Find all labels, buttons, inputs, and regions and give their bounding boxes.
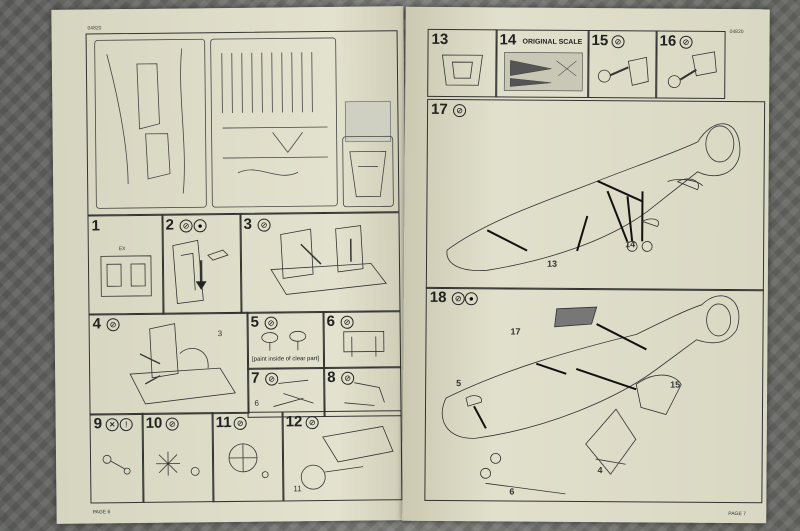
canopy-cockpit-assembly-drawing <box>441 295 740 495</box>
step-3-panel: 3 ⊘ <box>239 212 401 314</box>
right-header-code: 04820 <box>729 28 744 36</box>
step-9-drawing <box>102 454 131 475</box>
step-5-panel: 5 ⊘ [paint inside of clear part] <box>246 311 326 370</box>
step-1-drawing: EX <box>100 246 152 297</box>
sprue-drawing <box>94 37 394 209</box>
step-12-panel: 12 ⊘ 11 <box>281 410 403 502</box>
left-instruction-page: 04820 1 EX 2 ⊘ ● 3 ⊘ <box>51 6 409 524</box>
left-header-code: 04820 <box>87 25 102 32</box>
step-6-panel: 6 ⊘ <box>322 310 402 370</box>
step-15-panel: 15 ⊘ <box>587 30 658 99</box>
step-2-drawing <box>172 239 229 305</box>
step-8-drawing <box>344 382 385 406</box>
step-9-panel: 9 ✕ ! <box>89 412 145 504</box>
step-3-drawing <box>270 225 387 295</box>
step-11-drawing <box>228 443 269 479</box>
right-page-footer: PAGE 7 <box>728 510 746 518</box>
step-4-drawing <box>129 323 237 405</box>
svg-text:EX: EX <box>119 246 126 252</box>
step-10-panel: 10 ⊘ <box>141 412 215 503</box>
step-13-drawing <box>442 54 483 86</box>
step-10-drawing <box>156 451 200 476</box>
step-6-drawing <box>343 330 385 357</box>
step-5-drawing <box>261 330 307 351</box>
step-7-drawing <box>273 379 314 407</box>
step-11-panel: 11 ⊘ <box>211 411 285 503</box>
step-1-panel: 1 EX <box>87 214 165 316</box>
step-16-panel: 16 ⊘ <box>655 30 726 99</box>
step-14-panel: 14 ORIGINAL SCALE <box>495 29 590 99</box>
step-4-panel: 4 ⊘ 3 <box>88 311 250 416</box>
step-14-drawing <box>503 52 583 92</box>
sprue-diagram <box>85 30 400 216</box>
step-13-panel: 13 <box>427 28 498 98</box>
right-instruction-page: 04820 13 14 ORIGINAL SCALE 15 ⊘ 16 ⊘ 17 … <box>402 6 770 524</box>
step-5-note: [paint inside of clear part] <box>251 356 320 363</box>
step-2-panel: 2 ⊘ ● <box>161 213 243 315</box>
step-15-drawing <box>597 56 649 86</box>
step-8-panel: 8 ⊘ <box>323 366 402 418</box>
step-18-panel: 18 ⊘ ● 17 5 15 4 6 <box>424 286 764 504</box>
step-16-drawing <box>667 51 717 89</box>
step-7-panel: 7 ⊘ 6 <box>247 367 326 418</box>
step-12-drawing <box>300 425 394 490</box>
left-page-footer: PAGE 6 <box>92 509 111 516</box>
fuselage-assembly-drawing <box>446 123 741 271</box>
step-17-panel: 17 ⊘ 14 13 <box>425 98 766 292</box>
